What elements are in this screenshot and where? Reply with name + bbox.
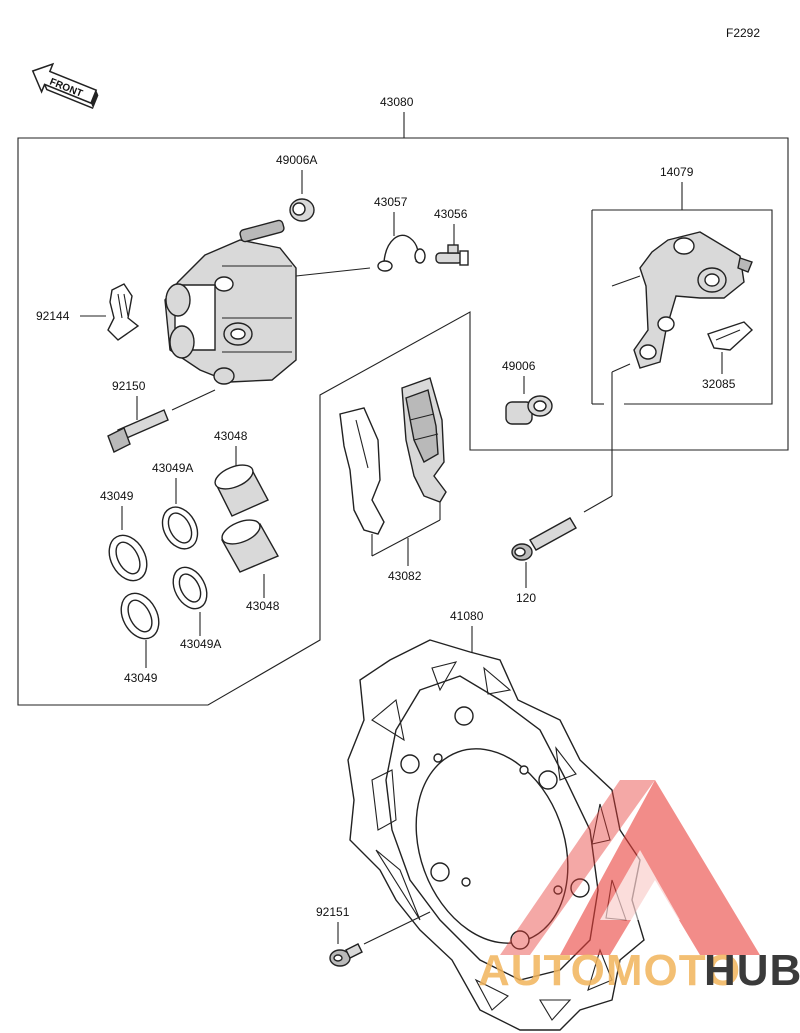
- disc-bolt-92151-part: [329, 943, 363, 967]
- pin-92150-part: [107, 409, 169, 453]
- label-120: 120: [516, 591, 536, 605]
- boot-49006-part: [505, 395, 553, 425]
- label-43048-top: 43048: [214, 429, 248, 443]
- label-43056: 43056: [434, 207, 468, 221]
- seal-43049a-top-part: [161, 506, 199, 550]
- label-43049-bottom: 43049: [124, 671, 158, 685]
- label-43049A-top: 43049A: [152, 461, 193, 475]
- bracket-outline: [592, 209, 773, 405]
- label-43049-top: 43049: [100, 489, 134, 503]
- piston-43048-top-part: [214, 464, 269, 517]
- label-49006: 49006: [502, 359, 536, 373]
- figure-code: F2292: [726, 26, 760, 40]
- seal-43049a-bottom-part: [172, 566, 208, 610]
- label-43082: 43082: [388, 569, 422, 583]
- watermark-automoto-text: AUTOMOTO: [478, 946, 741, 995]
- bracket-14079-part: [633, 231, 753, 369]
- label-32085: 32085: [702, 377, 736, 391]
- seal-49006a-part: [289, 198, 315, 222]
- label-49006A: 49006A: [276, 153, 317, 167]
- label-92150: 92150: [112, 379, 146, 393]
- caliper-assembly-outline: [17, 137, 789, 706]
- pad-spring-92144-part: [107, 283, 140, 341]
- brake-pad-left-part: [339, 407, 385, 535]
- label-43049A-bottom: 43049A: [180, 637, 221, 651]
- brake-pad-right-part: [401, 377, 447, 503]
- bleeder-43056-part: [435, 244, 469, 266]
- brake-disc-41080-part: [347, 639, 645, 1031]
- front-arrow-icon: FRONT: [31, 62, 99, 110]
- bolt-120-part: [511, 517, 577, 561]
- label-41080: 41080: [450, 609, 484, 623]
- seal-43049-top-part: [108, 534, 148, 582]
- label-92144: 92144: [36, 309, 70, 323]
- label-43080: 43080: [380, 95, 414, 109]
- caliper-body-part: [164, 219, 297, 385]
- watermark-hub-text: HUB: [704, 946, 800, 995]
- label-14079: 14079: [660, 165, 694, 179]
- label-92151: 92151: [316, 905, 350, 919]
- watermark-logo: [500, 780, 760, 955]
- seal-43049-bottom-part: [120, 592, 160, 640]
- label-43057: 43057: [374, 195, 408, 209]
- label-43048-bottom: 43048: [246, 599, 280, 613]
- bracket-clip-32085-part: [707, 321, 754, 351]
- piston-43048-bottom-part: [221, 519, 279, 573]
- clip-43057-part: [377, 234, 426, 272]
